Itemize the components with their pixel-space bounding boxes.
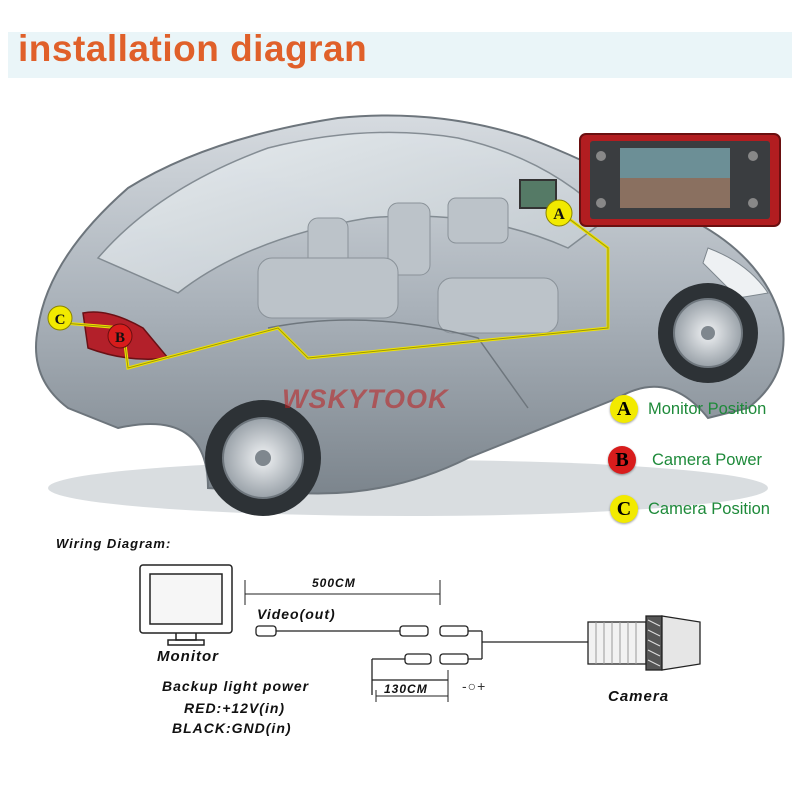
legend-badge-a: A [610,395,638,423]
wiring-diagram: Wiring Diagram: Monitor 500CM Video(out)… [0,530,800,800]
rear-wheel [205,400,321,516]
page-title: installation diagran [18,28,368,69]
legend-badge-c: C [610,495,638,523]
power-label: Backup light power [162,678,310,694]
camera-icon [587,615,701,671]
head-unit-display [579,133,781,227]
length-short-label: 130CM [384,682,428,696]
camera-label: Camera [608,688,670,705]
video-label: Video(out) [257,606,336,622]
length-marker-long [244,580,441,605]
video-cable [255,625,483,642]
wiring-drawing [139,564,701,702]
black-wire-label: BLACK:GND(in) [172,720,292,736]
watermark-text: WSKYTOOK [282,384,449,414]
legend-item-monitor: A Monitor Position [610,395,766,423]
legend-item-power: B Camera Power [608,446,762,474]
wiring-heading: Wiring Diagram: [56,536,172,551]
legend-label-camera: Camera Position [648,499,770,518]
car-illustration: A B C [35,114,785,516]
length-marker-short [375,670,449,702]
callout-c: C [47,305,73,331]
callout-c-letter: C [55,312,66,328]
front-wheel [658,283,758,383]
monitor-icon [139,564,233,646]
car-interior [257,197,559,334]
legend-letter-b: B [615,448,629,471]
legend-item-camera: C Camera Position [610,495,770,523]
red-wire-label: RED:+12V(in) [184,700,286,716]
legend-letter-c: C [616,497,632,520]
callout-b: B [107,323,133,349]
callout-b-letter: B [115,330,125,346]
legend-badge-b: B [608,446,636,474]
polarity-symbol: -○+ [462,678,487,694]
power-cable [371,641,600,695]
callout-a: A [545,199,573,227]
legend-label-power: Camera Power [652,450,763,469]
callout-a-letter: A [553,206,565,223]
monitor-label: Monitor [157,648,219,665]
length-long-label: 500CM [312,576,356,590]
head-light [702,247,769,299]
legend-letter-a: A [616,397,632,420]
title-banner [8,32,792,78]
legend-label-monitor: Monitor Position [648,399,767,418]
